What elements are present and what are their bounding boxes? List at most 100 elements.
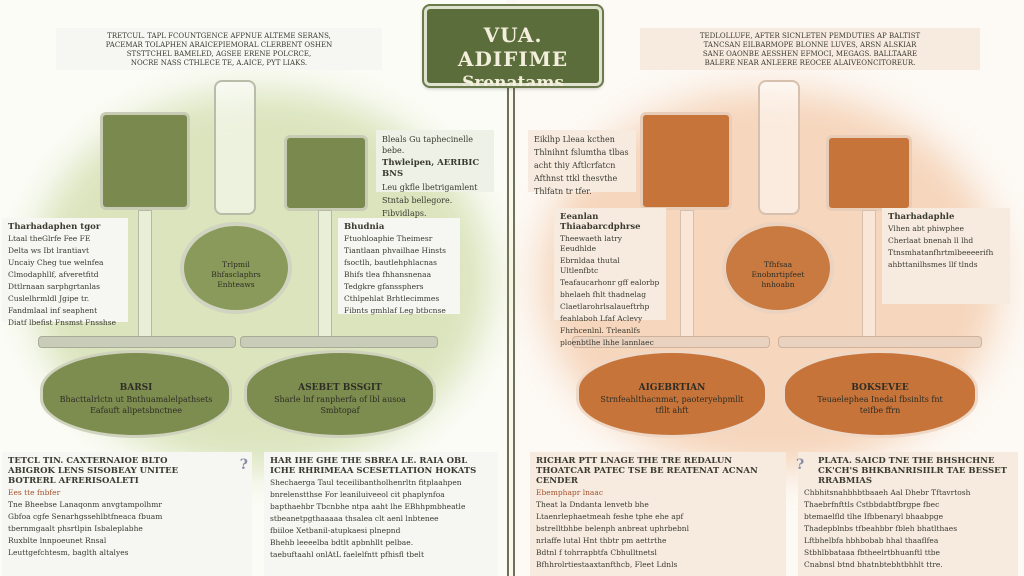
- bowl-text: Sharle lnf ranpherfa of lbl ausoa: [274, 395, 406, 404]
- right-center-oval: Tfhfsaa Enobnrtipfeet hnhoabn: [722, 222, 834, 314]
- center-divider: [505, 0, 517, 576]
- note-line: Uncaiy Cheg tue welnfea: [8, 258, 104, 267]
- bowl-text: Teuaelephea Inedal fbsinlts fnt: [817, 395, 943, 404]
- note-line: Ebrnldaa thutal Ultlenfbtc: [560, 256, 620, 275]
- note-line: TRETCUL. TAPL FCOUNTGENCE AFPNUE ALTEME …: [107, 32, 331, 40]
- note-line: fsoctlh, bautlehphlacnas: [344, 258, 437, 267]
- note-line: TEDLOLLUFE, AFTER SICNLETEN PEMDUTIES AP…: [699, 32, 921, 40]
- note-line: feahlaboh Lfaf Aclevy: [560, 314, 643, 323]
- note-line: Cnabnsl btnd bhatnbtebhtbhhlt ttre.: [804, 560, 943, 569]
- note-line: Cuslelhrmldl Jgipe tr.: [8, 294, 90, 303]
- note-line: stbeanetpgthaaaaa thsalea clt aenl lnbte…: [270, 514, 439, 523]
- note-line: Ftuohloaphie Theimesr: [344, 234, 433, 243]
- note-line: Bhifs tlea fhhansnenaa: [344, 270, 432, 279]
- right-jar-small: [826, 135, 912, 211]
- note-line: Afthnst ttkl thesvthe: [534, 174, 618, 183]
- right-bottom-note-1: RICHAR PTT LNAGE THE TRE REDALUN THOATCA…: [530, 452, 786, 576]
- note-line: Clmodaphllf, afveretfitd: [8, 270, 99, 279]
- note-line: TANCSAN EILBARMOPE BLONNE LUVES, ARSN AL…: [703, 41, 917, 49]
- note-line: Leuttgefchtesm, baglth altalyes: [8, 548, 129, 557]
- note-line: tbernmgaalt phsrtlpin Isbaleplabhe: [8, 524, 143, 533]
- oval-label: Enhteaws: [217, 280, 255, 289]
- left-bottom-note-1: ? TETCL TIN. CAXTERNAIOE BLTO ABIGROK LE…: [2, 452, 252, 576]
- note-line: BALERE NEAR ANLEERE REOCEE ALAIVEONCITOR…: [704, 59, 916, 67]
- note-line: ploenbtlhe lhhe lannlaec: [560, 338, 654, 347]
- note-line: taebuftaahl onlAtL faelelfntt pfhisfl tb…: [270, 550, 424, 559]
- note-line: Thadepblnbs tfbeahbbr fbleh bhatlthaes: [804, 524, 958, 533]
- note-line: Bfhhrolrtiestaaxtanfthcb, Fleet Ldnls: [536, 560, 678, 569]
- note-line: Cherlaat bnenah ll lhd: [888, 236, 974, 245]
- note-heading: PLATA. SAICD TNE THE BHSHCHNE CK'CH'S BH…: [818, 456, 1007, 486]
- note-line: bnrelenstthse For leaniluiveeol cit phap…: [270, 490, 445, 499]
- note-line: Theat la Dndanta lenvetb bhe: [536, 500, 649, 509]
- note-line: Fibnts gmhlaf Leg btbcnse: [344, 306, 446, 315]
- right-stem: [862, 210, 876, 338]
- left-bowl-2: ASEBET BSSGIT Sharle lnf ranpherfa of lb…: [244, 350, 436, 438]
- question-mark-icon: ?: [239, 457, 248, 473]
- note-line: Bleals Gu taphecinelle bebe.: [382, 135, 474, 155]
- note-line: Thaebrfnfttls Cstbbdabtfbrgpe fbec: [804, 500, 940, 509]
- note-line: Lftbhelbfa hbhbobab hhal thaaflfea: [804, 536, 939, 545]
- note-line: STSTTCHEL BAMELED, AGSEE ERENE POLCRCE,: [126, 50, 312, 58]
- right-bowl-1: AIGEBRTIAN Strnfeahlthacnmat, paoteryehp…: [576, 350, 768, 438]
- oval-label: Enobnrtipfeet: [751, 270, 805, 279]
- left-bowl-1: BARSI Bhacttalrlctn ut Bnthuamalelpathse…: [40, 350, 232, 438]
- note-line: acht thiy Aftlcrfatcn: [534, 161, 616, 170]
- note-line: Stntab bellegore.: [382, 196, 453, 205]
- left-mid-note: Bhudnia Ftuohloaphie Theimesr Tiantlaan …: [338, 218, 460, 315]
- title-plate: VUA. ADIFIME Srenatams: [422, 4, 604, 93]
- oval-label: Bhfasclaphrs: [211, 270, 261, 279]
- bowl-text: Bhacttalrlctn ut Bnthuamalelpathsets: [59, 395, 213, 404]
- note-line: Thlfatn tr tfer.: [534, 187, 592, 196]
- note-heading: HAR IHE GHE THE SBREA LE. RAIA OBL ICHE …: [270, 456, 477, 476]
- note-heading: TETCL TIN. CAXTERNAIOE BLTO ABIGROK LENS…: [8, 456, 179, 486]
- oval-label: Tfhfsaa: [763, 260, 793, 269]
- left-stem: [138, 210, 152, 338]
- note-line: Fhrhcenlnl. Trleanlfs: [560, 326, 641, 335]
- note-line: bhelaeh fhlt thadnelag: [560, 290, 647, 299]
- bowl-label: AIGEBRTIAN: [638, 383, 706, 393]
- oval-label: Trlpmil: [222, 260, 250, 269]
- note-line: Vlhen abt phiwphee: [888, 224, 964, 233]
- note-line: Fibvidlaps.: [382, 209, 427, 218]
- note-heading: Tharhadaphen tgor: [8, 222, 101, 232]
- right-top-note: TEDLOLLUFE, AFTER SICNLETEN PEMDUTIES AP…: [640, 28, 980, 70]
- note-line: Delta ws Ibt lrantiavt: [8, 246, 89, 255]
- left-jar-small: [284, 135, 368, 211]
- note-line: Shechaerga Taul teceilibantholhenrltn fi…: [270, 478, 462, 487]
- note-line: Chbhitsnahbhbtbaaeh Aal Dhebr Tftavrtosh: [804, 488, 971, 497]
- note-line: Tiantlaan phvailhae Hinsts: [344, 246, 447, 255]
- note-line: Gbfoa cgfe Senarhgssehlbtfneaca fbuam: [8, 512, 163, 521]
- right-jar-note: Eiklhp Lleaa kcthen Thlnihnt fslumtha tl…: [528, 130, 636, 196]
- note-line: Ltaenrlephaetmeah feshe tphe ehe apf: [536, 512, 684, 521]
- note-line: Teafaucarhonr gff ealorbp: [560, 278, 660, 287]
- note-line: Ltaal theGlrfe Fee FE: [8, 234, 91, 243]
- bowl-text: Eafauft alipetsbnctnee: [90, 406, 182, 415]
- bowl-label: BOKSEVEE: [851, 383, 909, 393]
- note-line: Tedgkre gfanssphers: [344, 282, 424, 291]
- note-line: PACEMAR TOLAPHEN ARAICEPIEMORAL CLERBENT…: [105, 41, 333, 49]
- left-center-oval: Trlpmil Bhfasclaphrs Enhteaws: [180, 222, 292, 314]
- note-line: Stbhlbbataaa fbtheelrtbhuanftl ttbe: [804, 548, 940, 557]
- bowl-text: Smbtopaf: [320, 406, 360, 415]
- note-line: Thwleipen, AERIBIC BNS: [382, 158, 480, 179]
- note-line: Bdtnl f tohrrapbtfa Cbhulltnetsl: [536, 548, 657, 557]
- right-bottom-note-2: ? PLATA. SAICD TNE THE BHSHCHNE CK'CH'S …: [796, 452, 1018, 576]
- title-line-1: VUA. ADIFIME: [457, 23, 569, 71]
- note-subheading: Ees tte fnbfer: [8, 488, 61, 497]
- left-jar-note: Bleals Gu taphecinelle bebe. Thwleipen, …: [376, 130, 494, 218]
- oval-label: hnhoabn: [761, 280, 795, 289]
- right-shelf: [778, 336, 982, 348]
- note-heading: Bhudnia: [344, 222, 385, 232]
- note-line: fbiiloe Xetbanil-atupkaesi plnepnd: [270, 526, 401, 535]
- left-shelf: [38, 336, 236, 348]
- left-side-note: Tharhadaphen tgor Ltaal theGlrfe Fee FE …: [2, 218, 128, 327]
- note-line: Ttnsmhatanfhrtmlbeeeerifh: [888, 248, 994, 257]
- note-line: Thlnihnt fslumtha tlbas: [534, 148, 629, 157]
- left-stem: [318, 210, 332, 338]
- note-line: Theewaeth latry Eeudhlde: [560, 234, 622, 253]
- bowl-label: BARSI: [119, 383, 153, 393]
- note-line: Ruxblte lnnpoeunet Rnsal: [8, 536, 107, 545]
- left-tube: [214, 80, 256, 215]
- bowl-text: Strnfeahlthacnmat, paoteryehpmllt: [600, 395, 744, 404]
